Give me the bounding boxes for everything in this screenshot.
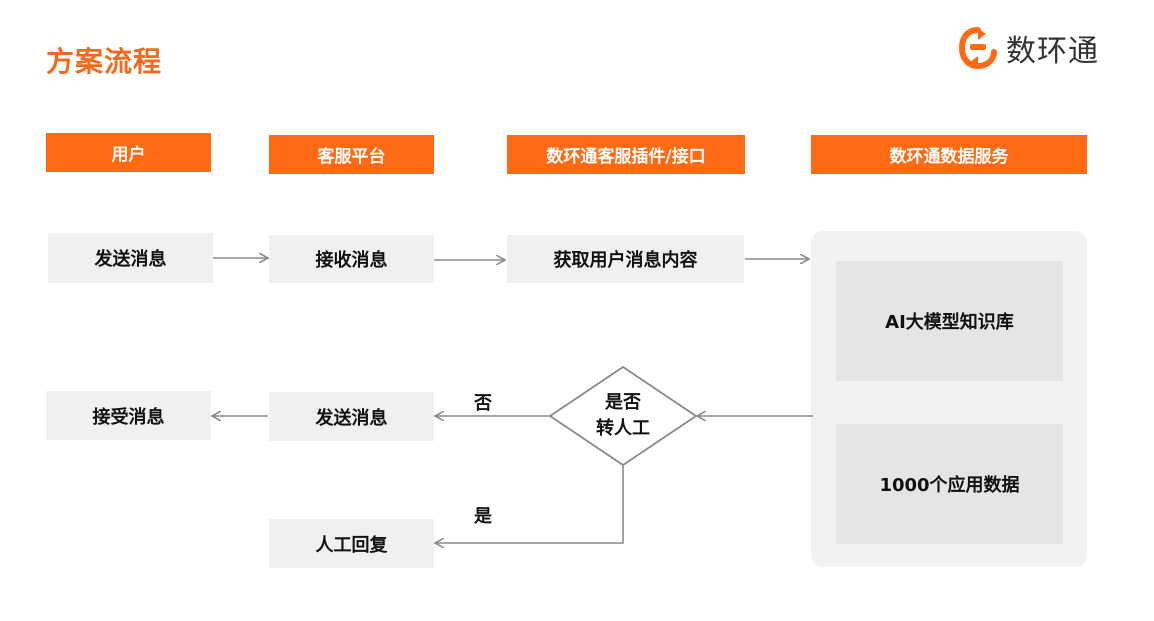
column-header-service-platform: 客服平台: [269, 135, 434, 174]
platform-send-message-box: 发送消息: [269, 392, 434, 441]
column-header-data-service: 数环通数据服务: [811, 135, 1087, 174]
branch-yes-label: 是: [474, 506, 492, 527]
plugin-fetch-content-box: 获取用户消息内容: [507, 235, 744, 283]
decision-label: 是否 转人工: [558, 390, 688, 442]
branch-no-label: 否: [474, 393, 492, 414]
brand-logo-text: 数环通: [1006, 34, 1099, 69]
column-header-user: 用户: [46, 133, 211, 172]
column-header-plugin: 数环通客服插件/接口: [507, 135, 745, 174]
manual-reply-box: 人工回复: [269, 519, 434, 568]
platform-receive-message-box: 接收消息: [269, 235, 434, 283]
brand-logo: 数环通: [958, 24, 1099, 72]
decision-label-line1: 是否: [605, 392, 641, 413]
app-data-box: 1000个应用数据: [836, 424, 1063, 544]
arrow-decision-yes: [435, 465, 624, 543]
user-send-message-box: 发送消息: [48, 233, 213, 283]
brand-logo-icon: [958, 27, 997, 70]
ai-knowledge-base-box: AI大模型知识库: [836, 261, 1063, 381]
page-title: 方案流程: [46, 45, 163, 78]
user-receive-message-box: 接受消息: [46, 391, 211, 440]
decision-label-line2: 转人工: [596, 418, 650, 439]
